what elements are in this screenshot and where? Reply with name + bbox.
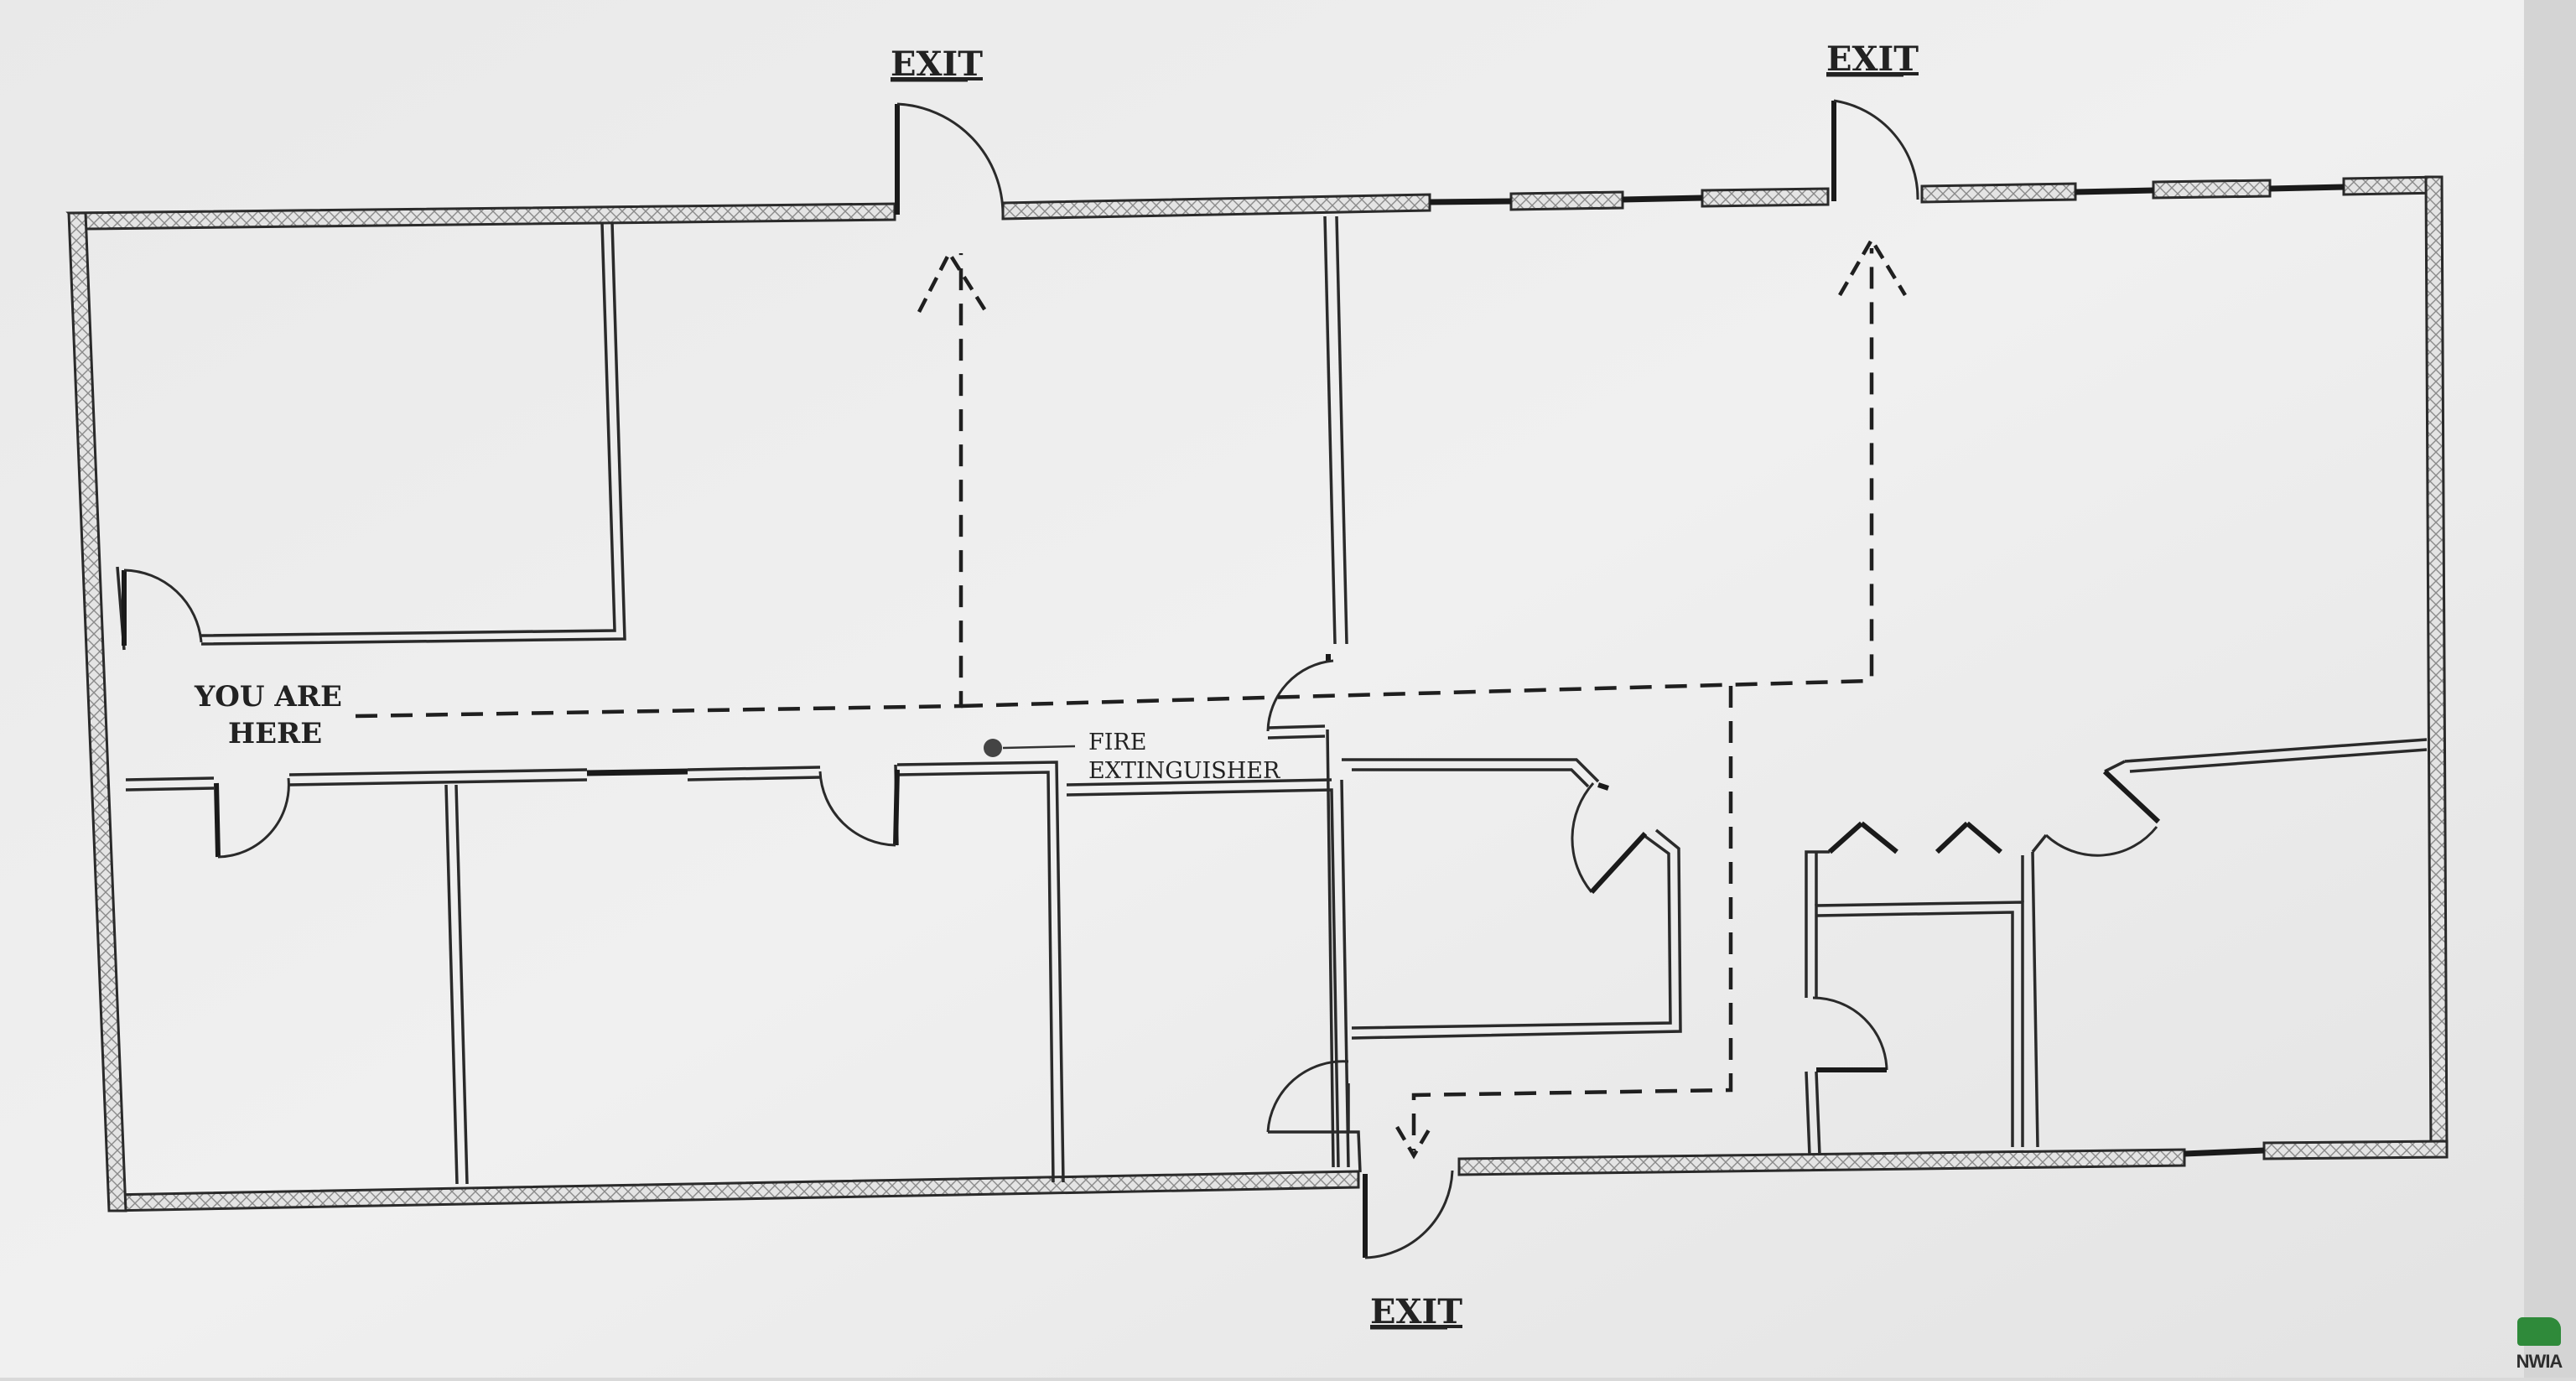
paper-sheet: [0, 0, 2524, 1378]
interior-walls: [116, 215, 2428, 1185]
fire-extinguisher-marker: [984, 739, 1076, 757]
logo-text: NWIA: [2516, 1351, 2563, 1372]
exterior-walls: [65, 175, 2449, 1212]
exit-label-top-left: EXIT: [891, 44, 983, 84]
evacuation-route: [355, 236, 1907, 1160]
paper-edge-shadow: [2524, 0, 2576, 1378]
doors: [122, 99, 2161, 1259]
arrow-up-right: [1838, 236, 1907, 297]
exit-label-bottom: EXIT: [1370, 1292, 1462, 1332]
nwia-logo: NWIA: [2509, 1312, 2569, 1373]
arrow-down: [1395, 1125, 1432, 1160]
you-are-here-line2: HERE: [228, 717, 322, 750]
logo-mark-icon: [2517, 1317, 2561, 1346]
you-are-here-line1: YOU ARE: [194, 680, 342, 714]
fire-extinguisher-label-line2: EXTINGUISHER: [1088, 758, 1280, 784]
fire-extinguisher-label-line1: FIRE: [1088, 729, 1146, 755]
exit-label-top-right: EXIT: [1826, 39, 1919, 79]
